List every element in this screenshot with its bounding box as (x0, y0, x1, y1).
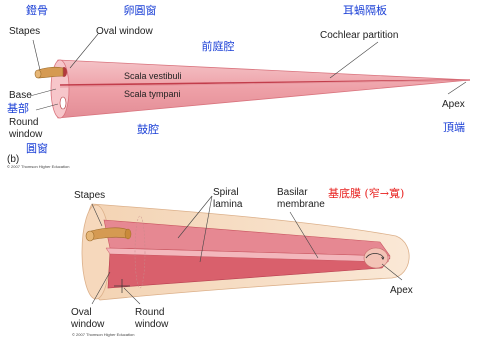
apex-label: Apex (442, 99, 465, 110)
bottom-oval-window-label-line2: window (70, 319, 105, 330)
top-copyright: © 2007 Thomson Higher Education (7, 164, 69, 169)
bottom-apex-label: Apex (390, 285, 413, 296)
scala-tympani-cn-label: 鼓腔 (137, 122, 159, 136)
round-window-opening (60, 97, 66, 109)
base-cn-label: 基部 (7, 101, 29, 115)
apex-cn-label: 頂端 (443, 121, 465, 134)
scala-vestibuli-cn-label: 前庭腔 (202, 39, 235, 53)
base-label: Base (9, 90, 32, 101)
bottom-stapes-label: Stapes (74, 190, 105, 201)
spiral-lamina-label-line1: Spiral (213, 187, 239, 198)
scala-tympani-label: Scala tympani (124, 89, 181, 99)
oval-window-cn-label: 卵圓窗 (124, 3, 157, 17)
oval-window-label: Oval window (96, 26, 153, 37)
basilar-membrane-cn-label: 基底膜 (窄→寬) (328, 186, 404, 200)
apex-helicotrema (364, 248, 388, 268)
stapes-bone (35, 67, 63, 78)
round-window-cn-label: 圓窗 (26, 141, 48, 155)
bony-shell-base (82, 205, 110, 299)
round-window-label-line1: Round (9, 117, 38, 128)
bottom-oval-window-label-line1: Oval (71, 307, 92, 318)
round-window-label-line2: window (8, 129, 43, 140)
cochlea-tube (52, 60, 470, 118)
uncoiled-cochlea (35, 60, 470, 118)
cochlear-partition-label: Cochlear partition (320, 30, 398, 41)
basilar-membrane-label-line2: membrane (277, 199, 325, 210)
scala-vestibuli-label: Scala vestibuli (124, 71, 182, 81)
bottom-round-window-label-line2: window (134, 319, 169, 330)
cochlear-partition-cn-label: 耳蝸隔板 (343, 3, 387, 17)
bottom-copyright: © 2007 Thomson Higher Education (72, 332, 134, 337)
spiral-lamina-label-line2: lamina (213, 199, 243, 210)
bottom-round-window-label-line1: Round (135, 307, 164, 318)
basilar-membrane-label-line1: Basilar (277, 187, 308, 198)
stapes-cn-label: 鐙骨 (26, 3, 48, 17)
stapes-label: Stapes (9, 26, 40, 37)
bony-cochlea (82, 204, 409, 300)
